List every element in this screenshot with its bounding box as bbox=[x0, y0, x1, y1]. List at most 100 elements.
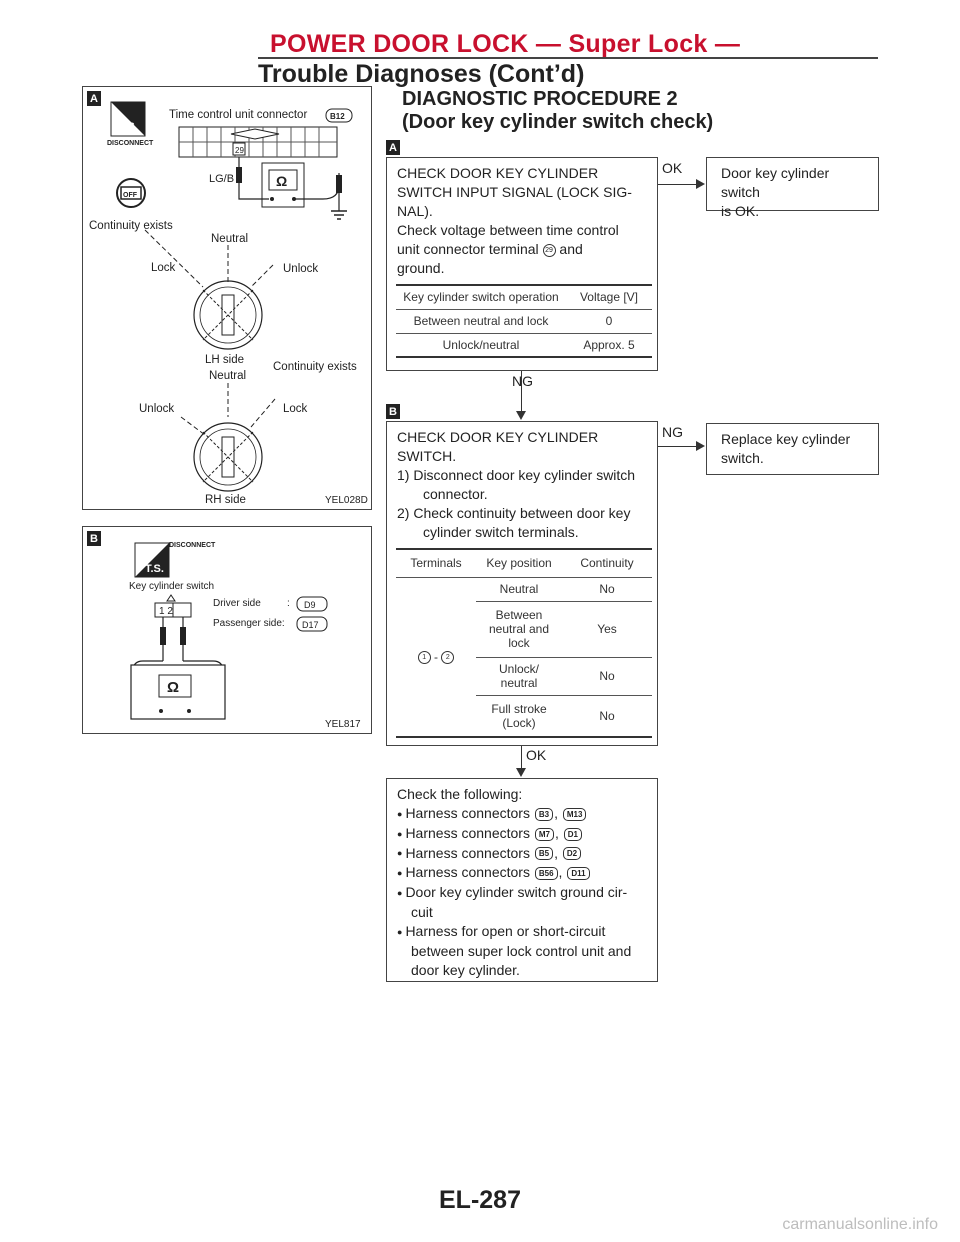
check-item-ground: ●Door key cylinder switch ground cir- bbox=[397, 883, 647, 903]
time-control-unit-connector: 29 bbox=[178, 126, 338, 158]
voltage-table-header-op: Key cylinder switch operation bbox=[396, 284, 566, 310]
continuity-table-cell: No bbox=[562, 695, 652, 738]
ground-icon bbox=[331, 210, 347, 220]
bullet-icon: ● bbox=[397, 808, 403, 819]
connector-line bbox=[521, 371, 522, 411]
disconnect-label-b: DISCONNECT bbox=[169, 542, 216, 549]
ohm-symbol-b: Ω bbox=[167, 679, 179, 696]
harness-row-1: ●Harness connectors B3, M13 bbox=[397, 804, 647, 824]
step-marker-b: B bbox=[87, 531, 101, 546]
ng-result-b-line1: Replace key cylinder bbox=[721, 431, 851, 447]
step-a-line5: unit connector terminal 29 and bbox=[397, 240, 647, 259]
ok-label-a: OK bbox=[662, 160, 683, 176]
voltage-table-cell: Approx. 5 bbox=[566, 333, 652, 358]
test-symbol-icon: T.S. bbox=[134, 542, 170, 578]
continuity-table-cell: Full stroke (Lock) bbox=[476, 695, 562, 738]
arrow-down-icon bbox=[516, 768, 526, 777]
ohmmeter-icon: Ω bbox=[130, 664, 226, 720]
continuity-table-cell: Neutral bbox=[476, 577, 562, 602]
connector-label: Time control unit connector bbox=[169, 109, 307, 121]
step-marker-a: A bbox=[87, 91, 101, 106]
separator: , bbox=[554, 805, 558, 821]
unlock-label-right: Unlock bbox=[283, 263, 318, 275]
header-divider bbox=[258, 57, 878, 59]
lh-key-cylinder-icon bbox=[193, 280, 263, 350]
continuity-table: Terminals Key position Continuity 1 - 2 … bbox=[396, 548, 652, 738]
wire-color-label: LG/B bbox=[209, 173, 234, 185]
continuity-table-cell: No bbox=[562, 657, 652, 696]
ohm-symbol: Ω bbox=[276, 173, 287, 189]
harness-label: Harness connectors bbox=[405, 864, 530, 881]
check-item-text: Door key cylinder switch ground cir- bbox=[405, 884, 628, 901]
check-item-harness: ●Harness for open or short-circuit bbox=[397, 922, 647, 942]
step-marker-b-flow: B bbox=[386, 404, 400, 419]
check-item-text: Harness for open or short-circuit bbox=[405, 922, 606, 939]
test-symbol-icon: T.S. bbox=[110, 101, 146, 137]
voltage-table-cell: Between neutral and lock bbox=[396, 309, 566, 334]
continuity-table-cell: Yes bbox=[562, 601, 652, 658]
ok-result-a-line1: Door key cylinder switch bbox=[721, 165, 830, 200]
terminal-text-post: and bbox=[559, 241, 583, 257]
step-a-line1: CHECK DOOR KEY CYLINDER bbox=[397, 165, 599, 181]
diagram-b-panel: B T.S. DISCONNECT Key cylinder switch 1 … bbox=[82, 526, 372, 734]
voltage-table-header-v: Voltage [V] bbox=[566, 284, 652, 310]
step-a-line4: Check voltage between time control bbox=[397, 222, 619, 238]
harness-row-3: ●Harness connectors B5, D2 bbox=[397, 844, 647, 864]
arrow-right-icon bbox=[696, 179, 705, 189]
continuity-table-header: Continuity bbox=[562, 548, 652, 578]
section-title: POWER DOOR LOCK — Super Lock — bbox=[270, 30, 741, 58]
connector-code: D1 bbox=[563, 827, 582, 841]
connector-code: D2 bbox=[562, 847, 582, 861]
continuity-label-left: Continuity exists bbox=[89, 220, 173, 232]
continuity-table-cell: Unlock/ neutral bbox=[476, 657, 562, 696]
terminal-29-icon: 29 bbox=[542, 243, 556, 257]
watermark: carmanualsonline.info bbox=[782, 1216, 938, 1233]
ng-label-a: NG bbox=[512, 373, 533, 389]
continuity-table-cell: Between neutral and lock bbox=[476, 601, 562, 658]
driver-colon: : bbox=[287, 598, 290, 609]
ignition-key-icon: OFF bbox=[116, 178, 146, 208]
bullet-icon: ● bbox=[397, 868, 403, 879]
harness-label: Harness connectors bbox=[405, 844, 530, 861]
ohmmeter-icon: Ω bbox=[261, 162, 305, 208]
passenger-side-label: Passenger side: bbox=[213, 618, 285, 629]
continuity-table-header: Key position bbox=[476, 548, 562, 578]
step-a-line2: SWITCH INPUT SIGNAL (LOCK SIG- bbox=[397, 184, 632, 200]
connector-code: B12 bbox=[330, 112, 345, 121]
continuity-table-header: Terminals bbox=[396, 548, 476, 578]
terminal-text: unit connector terminal bbox=[397, 241, 539, 257]
step-b-line4: connector. bbox=[423, 486, 488, 502]
terminal-separator: - bbox=[434, 649, 438, 664]
step-b-line1: CHECK DOOR KEY CYLINDER bbox=[397, 429, 599, 445]
connector-code: D11 bbox=[567, 867, 590, 881]
check-item-text: cuit bbox=[411, 903, 433, 920]
connector-code: B5 bbox=[534, 847, 554, 861]
ts-label: T.S. bbox=[119, 121, 138, 133]
connector-line bbox=[521, 746, 522, 768]
separator: , bbox=[554, 844, 558, 861]
terminal-1-icon: 1 bbox=[417, 650, 431, 664]
voltage-check-diagram: T.S. DISCONNECT OFF Time control unit co… bbox=[89, 101, 368, 506]
rh-key-cylinder-icon bbox=[193, 422, 263, 492]
connector-line bbox=[658, 446, 696, 447]
step-a-line6: ground. bbox=[397, 260, 445, 276]
key-cylinder-switch-label: Key cylinder switch bbox=[129, 581, 214, 592]
continuity-check-diagram: T.S. DISCONNECT Key cylinder switch 1 2 … bbox=[129, 542, 361, 730]
neutral-label-top: Neutral bbox=[211, 233, 248, 245]
ok-label-b: OK bbox=[526, 747, 547, 763]
harness-label: Harness connectors bbox=[405, 824, 530, 841]
terminal-2-icon: 2 bbox=[441, 650, 455, 664]
step-marker-a-flow: A bbox=[386, 140, 400, 155]
check-item-text: between super lock control unit and bbox=[411, 942, 632, 959]
ts-label-b: T.S. bbox=[145, 563, 164, 575]
step-b-line6: cylinder switch terminals. bbox=[423, 524, 579, 540]
continuity-table-cell: No bbox=[562, 577, 652, 602]
ng-label-b: NG bbox=[662, 424, 683, 440]
arrow-down-icon bbox=[516, 411, 526, 420]
lock-label-right: Lock bbox=[283, 403, 308, 415]
bullet-icon: ● bbox=[397, 848, 403, 859]
disconnect-label: DISCONNECT bbox=[107, 140, 154, 147]
terminal-29: 29 bbox=[235, 146, 244, 155]
connector-line bbox=[658, 184, 696, 185]
harness-row-4: ●Harness connectors B56, D11 bbox=[397, 863, 647, 883]
